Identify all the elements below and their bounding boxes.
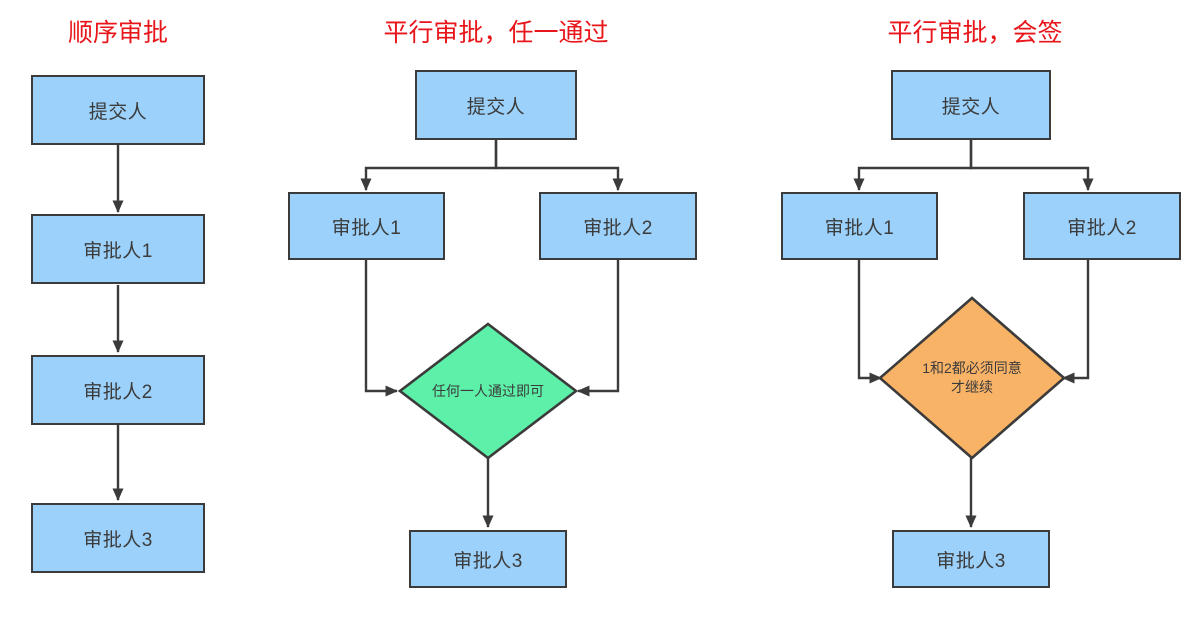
node-c1-approver1[interactable]: 审批人1 — [31, 214, 205, 284]
column-title-parallel-any: 平行审批，任一通过 — [383, 19, 609, 47]
node-c3-approver3[interactable]: 审批人3 — [892, 530, 1050, 588]
gateway-c3-shape — [878, 296, 1066, 460]
node-c2-approver2[interactable]: 审批人2 — [539, 192, 697, 260]
edge-c2-submitter-approver2 — [494, 140, 624, 191]
edge-c3-submitter-approver2 — [969, 140, 1094, 191]
edge-c2-approver2-gateway — [577, 260, 620, 397]
node-c3-approver1[interactable]: 审批人1 — [781, 192, 938, 260]
node-c3-submitter[interactable]: 提交人 — [891, 70, 1051, 140]
edge-c3-submitter-approver1 — [853, 140, 973, 191]
gateway-c2-any[interactable]: 任何一人通过即可 — [397, 322, 579, 460]
edge-c3-approver2-gateway — [1062, 260, 1090, 384]
node-c2-approver3[interactable]: 审批人3 — [409, 530, 567, 588]
edge-c2-approver1-gateway — [364, 260, 398, 397]
node-c2-submitter[interactable]: 提交人 — [415, 70, 577, 140]
node-c2-approver1[interactable]: 审批人1 — [288, 192, 445, 260]
node-c1-approver3[interactable]: 审批人3 — [31, 503, 205, 573]
node-c3-approver2[interactable]: 审批人2 — [1023, 192, 1181, 260]
column-title-sequential: 顺序审批 — [67, 19, 168, 47]
node-c1-approver2[interactable]: 审批人2 — [31, 355, 205, 425]
gateway-c2-shape — [397, 322, 579, 460]
gateway-c3-all[interactable]: 1和2都必须同意 才继续 — [878, 296, 1066, 460]
column-title-parallel-all: 平行审批，会签 — [887, 19, 1063, 47]
node-c1-submitter[interactable]: 提交人 — [31, 75, 205, 145]
edge-c2-submitter-approver1 — [360, 140, 498, 191]
